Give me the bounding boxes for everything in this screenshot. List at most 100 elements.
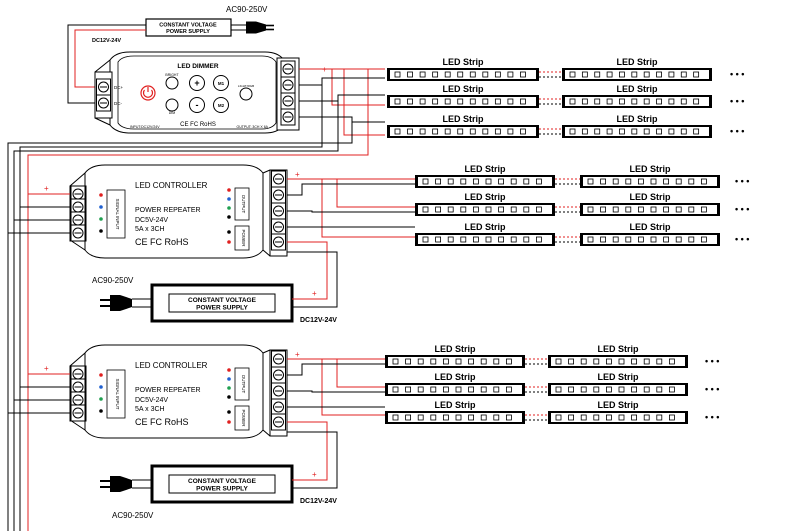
continuation-dots: • • • — [730, 69, 744, 79]
output-label: OUTPUT — [241, 195, 246, 214]
ac-plug-icon — [100, 476, 132, 492]
strip-label: LED Strip — [597, 400, 639, 410]
repeater-line1: POWER REPEATER — [135, 387, 201, 394]
dimmer-output-spec: OUTPUT: 3CH X 6A — [236, 125, 268, 129]
psu-line1: CONSTANT VOLTAGE — [188, 297, 257, 304]
strip-label: LED Strip — [597, 344, 639, 354]
svg-text:+: + — [295, 350, 300, 359]
continuation-dots: • • • — [730, 126, 744, 136]
svg-text:-: - — [44, 403, 47, 413]
continuation-dots: • • • — [735, 234, 749, 244]
svg-text:+: + — [44, 184, 49, 193]
top-psu-line1: CONSTANT VOLTAGE — [159, 23, 217, 29]
strip-row-9-a: LED Strip — [385, 400, 525, 424]
svg-text:-: - — [44, 377, 47, 387]
dimmer-title: LED DIMMER — [177, 63, 218, 70]
strip-row-2-a: LED Strip — [387, 84, 539, 108]
top-power-supply: CONSTANT VOLTAGE POWER SUPPLY AC90-250V … — [92, 5, 274, 44]
strip-row-1-a: LED Strip — [387, 57, 539, 81]
strip-row-8-connector — [525, 386, 548, 393]
strip-row-9-b: LED Strip — [548, 400, 688, 424]
psu-line2: POWER SUPPLY — [196, 305, 248, 312]
strip-label: LED Strip — [442, 57, 484, 67]
continuation-dots: • • • — [705, 356, 719, 366]
svg-text:◇: ◇ — [327, 390, 332, 396]
top-psu-wires — [67, 24, 146, 104]
strip-label: LED Strip — [597, 372, 639, 382]
strip-label: LED Strip — [616, 57, 658, 67]
strip-row-8-b: LED Strip — [548, 372, 688, 396]
svg-text:+: + — [312, 289, 317, 298]
strip-row-5-a: LED Strip — [415, 192, 555, 216]
psu-1-wires: +- — [287, 241, 338, 308]
continuation-dots: • • • — [730, 96, 744, 106]
strip-row-5-connector — [555, 206, 580, 213]
ac-plug-icon — [100, 295, 132, 311]
dimmer-in-plus: DC+ — [114, 85, 123, 90]
svg-text:-: - — [196, 100, 199, 110]
dimmer-btn-m1: M1 — [218, 81, 225, 86]
signal-input-label: SIGNAL INPUT — [115, 198, 120, 229]
signal-input-label: SIGNAL INPUT — [115, 378, 120, 409]
strip-row-4-connector — [555, 178, 580, 185]
strip-row-2-connector — [539, 98, 562, 105]
strip-row-7-connector — [525, 358, 548, 365]
svg-text:-: - — [44, 390, 47, 400]
svg-text:+: + — [322, 65, 327, 74]
repeater-line2: DC5V-24V — [135, 217, 168, 224]
strip-row-2-b: LED Strip — [562, 84, 712, 108]
dimmer-certs: CE FC RoHS — [180, 122, 216, 128]
svg-text:+: + — [44, 364, 49, 373]
strip-label: LED Strip — [434, 400, 476, 410]
strip-label: LED Strip — [629, 222, 671, 232]
power-label: POWER — [241, 229, 246, 247]
svg-text:◇: ◇ — [327, 210, 332, 216]
svg-text:-: - — [295, 185, 298, 195]
strip-label: LED Strip — [629, 192, 671, 202]
repeater-1-wires: +-◇◇+--- — [8, 170, 415, 238]
strip-label: LED Strip — [442, 114, 484, 124]
repeater-line1: POWER REPEATER — [135, 207, 201, 214]
svg-text:+: + — [312, 470, 317, 479]
strip-row-3-b: LED Strip — [562, 114, 712, 138]
continuation-dots: • • • — [705, 412, 719, 422]
strip-row-4-a: LED Strip — [415, 164, 555, 188]
strip-label: LED Strip — [629, 164, 671, 174]
strip-label: LED Strip — [464, 164, 506, 174]
strip-row-1-b: LED Strip — [562, 57, 712, 81]
strip-row-6-b: LED Strip — [580, 222, 720, 246]
psu-dc-label: DC12V-24V — [300, 317, 337, 324]
dimmer-output-wiring: + - — [7, 65, 385, 531]
output-label: OUTPUT — [241, 375, 246, 394]
continuation-dots: • • • — [735, 204, 749, 214]
repeater-line3: 5A x 3CH — [135, 406, 165, 413]
power-label: POWER — [241, 409, 246, 427]
svg-text:-: - — [44, 223, 47, 233]
psu-line1: CONSTANT VOLTAGE — [188, 478, 257, 485]
strip-label: LED Strip — [434, 372, 476, 382]
svg-text:-: - — [44, 210, 47, 220]
repeater-title: LED CONTROLLER — [135, 361, 208, 370]
strip-label: LED Strip — [442, 84, 484, 94]
repeater-line3: 5A x 3CH — [135, 226, 165, 233]
strip-row-1-connector — [539, 71, 562, 78]
svg-text:-: - — [44, 197, 47, 207]
strip-row-3-connector — [539, 128, 562, 135]
strip-label: LED Strip — [464, 192, 506, 202]
dimmer-btn-dim: DIM — [169, 111, 176, 115]
dimmer-btn-bright: BRIGHT — [165, 73, 179, 77]
top-ac-label: AC90-250V — [226, 5, 268, 14]
psu-ac-label: AC90-250V — [112, 511, 154, 520]
strip-row-8-a: LED Strip — [385, 372, 525, 396]
repeater-certs: CE FC RoHS — [135, 237, 189, 247]
strip-label: LED Strip — [616, 114, 658, 124]
dimmer-btn-m2: M2 — [218, 103, 225, 108]
led-dimmer: DC+ DC- LED DIMMER + - BRIGHT M1 DIM M2 — [94, 51, 300, 134]
continuation-dots: • • • — [705, 384, 719, 394]
strip-row-6-a: LED Strip — [415, 222, 555, 246]
top-ac-plug-icon — [246, 21, 274, 34]
